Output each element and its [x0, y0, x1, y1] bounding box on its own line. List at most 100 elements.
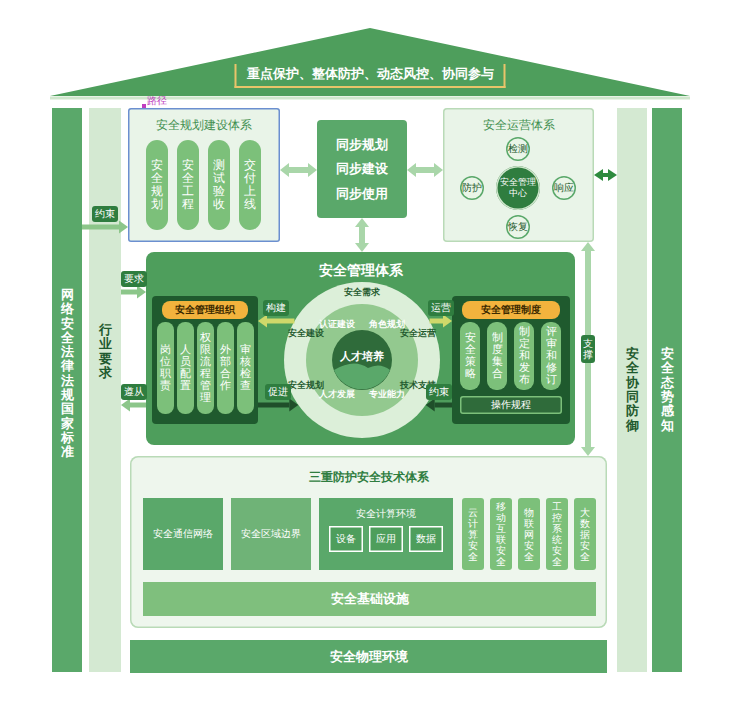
vertical-label: 制度集合 [492, 332, 503, 380]
panel-box: 安全计算环境设备应用数据 [319, 498, 453, 570]
vertical-box: 网络安全法律法规国家标准 [52, 108, 82, 672]
vertical-label: 物联网安全 [524, 507, 534, 562]
group-heading: 安全管理组织 [162, 301, 248, 319]
vertical-box: 交付上线 [239, 140, 261, 230]
vertical-label: 网络安全法律法规国家标准 [61, 288, 74, 460]
arrow-head [434, 163, 443, 177]
ring-label: 专业能力 [369, 389, 405, 401]
vertical-label: 安全规划 [151, 159, 163, 212]
connector-arrow [407, 163, 443, 177]
panel-title: 安全管理体系 [146, 262, 575, 280]
vertical-box: 审核检查 [237, 322, 254, 414]
vertical-label: 安全协同防御 [626, 347, 639, 433]
connector-line [435, 403, 452, 408]
path-tag: 路径 [147, 94, 167, 108]
box-label: 操作规程 [491, 399, 531, 411]
roof-shape [50, 28, 690, 96]
vertical-box: 安全规划 [146, 140, 168, 230]
arrow-head [289, 399, 298, 412]
arrow-head [581, 447, 595, 456]
roof-band: 重点保护、整体防护、动态风控、协同参与 [50, 28, 690, 96]
vertical-label: 云计算安全 [468, 507, 478, 562]
vertical-box: 大数据安全 [574, 498, 596, 570]
vertical-label: 权限流程管理 [200, 332, 211, 405]
panel-title: 三重防护安全技术体系 [130, 469, 607, 486]
group-box: 安全管理组织岗位职责人员配置权限流程管理外部合作审核检查 [152, 296, 258, 424]
vertical-label: 大数据安全 [580, 507, 590, 562]
connector-arrow [280, 163, 317, 177]
process-box: 安全通信网络 [143, 498, 223, 570]
vertical-label: 制定和发布 [519, 326, 530, 386]
connector-arrow [581, 242, 595, 456]
process-box: 防护 [460, 176, 484, 200]
box-label: 安全物理环境 [330, 649, 408, 665]
vertical-box: 移动互联安全 [490, 498, 512, 570]
box-label: 安全区域边界 [241, 528, 301, 540]
process-box: 响应 [552, 176, 576, 200]
inner-ring [306, 304, 418, 416]
arrow-head [137, 286, 146, 299]
panel-box: 三重防护安全技术体系安全通信网络安全区域边界安全计算环境设备应用数据云计算安全移… [130, 456, 607, 628]
vertical-label: 外部合作 [220, 344, 231, 392]
process-box: 恢复 [506, 215, 530, 239]
arrow-head [608, 169, 617, 181]
core-label: 人才培养 [340, 349, 384, 364]
connector-arrow [121, 399, 146, 412]
connector-arrow [430, 315, 452, 328]
box-label: 检测 [508, 143, 528, 154]
arrow-head [581, 242, 595, 251]
box-label: 设备 [336, 533, 356, 545]
connector-arrow [258, 399, 298, 412]
connector-line [603, 173, 608, 177]
connector-line [289, 167, 308, 173]
hill-picture [334, 363, 390, 389]
vertical-box: 岗位职责 [157, 322, 174, 414]
process-box: 设备 [329, 526, 363, 552]
vertical-box: 安全工程 [177, 140, 199, 230]
edge-label: 约束 [426, 384, 452, 400]
edge-label: 要求 [121, 271, 147, 287]
vertical-label: 测试验收 [213, 159, 225, 212]
vertical-box: 行业要求 [89, 108, 121, 672]
arrow-head [308, 163, 317, 177]
roof-slogan: 重点保护、整体防护、动态风控、协同参与 [235, 64, 506, 88]
vertical-label: 移动互联安全 [496, 501, 506, 567]
core-circle [332, 330, 392, 390]
vertical-box: 制定和发布 [514, 322, 534, 390]
arrow-head [426, 399, 435, 412]
house-body [50, 96, 690, 680]
ring-label: 安全规划 [288, 380, 324, 392]
arrow-head [280, 163, 289, 177]
vertical-box: 安全策略 [460, 322, 480, 390]
connector-line [267, 319, 294, 324]
vertical-label: 岗位职责 [160, 344, 171, 392]
arrow-head [121, 399, 130, 412]
process-box: 安全管理中心 [496, 166, 540, 210]
vertical-box: 测试验收 [208, 140, 230, 230]
edge-label: 遵从 [121, 384, 147, 400]
vertical-box: 外部合作 [217, 322, 234, 414]
connector-arrow [82, 221, 128, 234]
connector-line [430, 319, 443, 324]
connector-line [130, 403, 146, 408]
vertical-box: 权限流程管理 [197, 322, 214, 414]
box-label: 防护 [462, 182, 482, 193]
connector-arrow [258, 315, 294, 328]
box-label: 应用 [376, 533, 396, 545]
box-label: 安全管理中心 [499, 177, 537, 199]
connector-arrow [426, 399, 452, 412]
connector-line [121, 290, 137, 295]
arrow-head [119, 221, 128, 234]
box-label: 安全通信网络 [153, 528, 213, 540]
vertical-label: 评审和修订 [546, 326, 557, 386]
connector-line [416, 167, 434, 173]
process-box: 应用 [369, 526, 403, 552]
box-label: 数据 [416, 533, 436, 545]
vertical-box: 评审和修订 [541, 322, 561, 390]
arrow-head [407, 163, 416, 177]
vertical-box: 安全态势感知 [652, 108, 682, 672]
box-label: 同步建设 [336, 161, 388, 177]
vertical-label: 工控系统安全 [552, 501, 562, 567]
arrow-head [594, 169, 603, 181]
group-box: 安全管理制度安全策略制度集合制定和发布评审和修订操作规程 [452, 296, 570, 424]
